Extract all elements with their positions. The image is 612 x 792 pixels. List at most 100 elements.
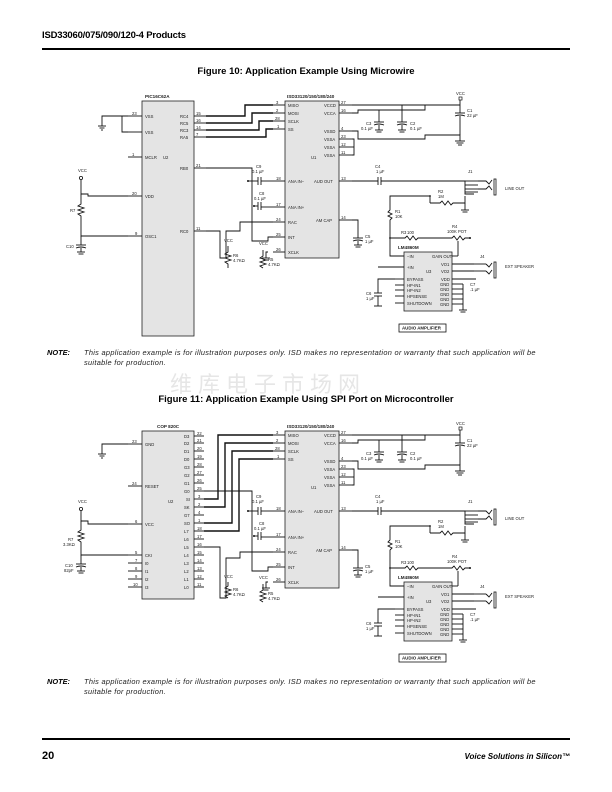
svg-text:AUD OUT: AUD OUT: [314, 509, 333, 514]
svg-text:HP-IN2: HP-IN2: [407, 618, 421, 623]
note-label: NOTE:: [47, 348, 70, 357]
svg-text:12: 12: [197, 574, 202, 579]
svg-text:G3: G3: [184, 465, 190, 470]
svg-text:12: 12: [341, 472, 346, 477]
amp-left-pins: −IN +IN BYPASS HP-IN1 HP-IN2 HPSENSE SHU…: [378, 584, 432, 636]
svg-text:C2: C2: [410, 451, 416, 456]
svg-text:11: 11: [341, 480, 346, 485]
svg-text:C3: C3: [366, 451, 372, 456]
amp-ref: U3: [426, 599, 432, 604]
mcu-ref: U2: [163, 155, 169, 160]
svg-text:GND: GND: [440, 287, 449, 292]
svg-text:L2: L2: [184, 569, 189, 574]
svg-text:28: 28: [197, 462, 202, 467]
svg-text:100K POT: 100K POT: [447, 229, 467, 234]
svg-text:0.1 µF: 0.1 µF: [410, 456, 422, 461]
svg-text:VCCD: VCCD: [324, 433, 336, 438]
isd-chip: [284, 430, 340, 589]
svg-text:MOSI: MOSI: [288, 111, 299, 116]
svg-text:4: 4: [341, 456, 344, 461]
svg-text:SCLK: SCLK: [288, 449, 299, 454]
svg-text:G1: G1: [184, 481, 190, 486]
svg-text:1: 1: [132, 152, 135, 157]
svg-text:VCC: VCC: [259, 241, 268, 246]
mcu-chip: [141, 430, 195, 600]
svg-text:3: 3: [276, 100, 279, 105]
svg-text:GND: GND: [440, 297, 449, 302]
svg-text:R3: R3: [401, 560, 407, 565]
svg-text:VSS: VSS: [145, 130, 154, 135]
svg-text:RA5: RA5: [180, 135, 189, 140]
svg-text:1 µF: 1 µF: [376, 169, 385, 174]
svg-text:21: 21: [196, 163, 201, 168]
svg-text:2: 2: [276, 438, 279, 443]
svg-text:RC5: RC5: [180, 121, 189, 126]
svg-text:GAIN OUT: GAIN OUT: [432, 254, 453, 259]
svg-text:HP-IN1: HP-IN1: [407, 613, 421, 618]
mcu-name: COP 820C: [157, 424, 180, 429]
svg-text:VCC: VCC: [78, 499, 87, 504]
svg-text:D0: D0: [184, 457, 190, 462]
svg-text:4: 4: [198, 510, 201, 515]
svg-text:LINE OUT: LINE OUT: [505, 516, 525, 521]
svg-text:C9: C9: [256, 494, 262, 499]
svg-text:R2: R2: [438, 519, 444, 524]
svg-text:15: 15: [196, 111, 201, 116]
isd-chip-ref: U1: [311, 485, 317, 490]
amp-right-pins: GAIN OUT VO1 VO2 VDD GND GND GND GND GND…: [432, 584, 480, 643]
amp-name: LM4860M: [398, 575, 419, 580]
svg-text:RESET: RESET: [145, 484, 159, 489]
svg-text:RC4: RC4: [180, 114, 189, 119]
svg-text:0.1 µF: 0.1 µF: [410, 126, 422, 131]
svg-text:14: 14: [197, 558, 202, 563]
svg-text:ANA IN−: ANA IN−: [288, 179, 305, 184]
svg-text:VSSA: VSSA: [324, 145, 335, 150]
svg-text:SO: SO: [184, 521, 191, 526]
svg-text:3.3KΩ: 3.3KΩ: [63, 542, 75, 547]
svg-text:−IN: −IN: [407, 254, 414, 259]
svg-text:VCCA: VCCA: [324, 111, 336, 116]
svg-text:L3: L3: [184, 561, 189, 566]
svg-text:GND: GND: [440, 617, 449, 622]
svg-text:VSSA: VSSA: [324, 475, 335, 480]
svg-text:OSC1: OSC1: [145, 234, 157, 239]
svg-text:J1: J1: [468, 169, 473, 174]
amp-right-pins: GAIN OUT VO1 VO2 VDD GND GND GND GND GND…: [432, 254, 480, 313]
svg-text:EXT SPEAKER: EXT SPEAKER: [505, 264, 534, 269]
spi-bus: [204, 434, 273, 599]
svg-text:4.7KΩ: 4.7KΩ: [268, 262, 280, 267]
svg-text:HP-IN2: HP-IN2: [407, 288, 421, 293]
svg-text:16: 16: [197, 542, 202, 547]
header-rule: [42, 48, 570, 50]
mcu-chip: [141, 100, 195, 337]
svg-text:VO1: VO1: [441, 592, 450, 597]
figure-10-caption: Figure 10: Application Example Using Mic…: [197, 66, 415, 77]
svg-text:ANA IN+: ANA IN+: [288, 535, 305, 540]
svg-text:0.1 µF: 0.1 µF: [361, 126, 373, 131]
watermark: 维库电子市场网: [170, 373, 367, 398]
svg-text:XCLK: XCLK: [288, 580, 299, 585]
svg-text:G2: G2: [184, 473, 190, 478]
svg-text:1 µF: 1 µF: [365, 239, 374, 244]
svg-text:C10: C10: [65, 563, 73, 568]
oscillator-rc-network: VCC R7 C10: [66, 168, 128, 255]
svg-text:10: 10: [133, 582, 138, 587]
svg-text:MISO: MISO: [288, 433, 299, 438]
svg-text:VSSD: VSSD: [324, 129, 335, 134]
ext-speaker-jack: J4 EXT SPEAKER: [474, 584, 534, 609]
svg-text:0.1 µF: 0.1 µF: [254, 196, 266, 201]
svg-text:RC3: RC3: [180, 128, 189, 133]
svg-text:27: 27: [341, 430, 346, 435]
svg-text:22: 22: [197, 431, 202, 436]
svg-text:VSS: VSS: [145, 114, 154, 119]
svg-text:10K: 10K: [395, 544, 403, 549]
svg-text:CKI: CKI: [145, 553, 152, 558]
audio-amplifier-box: [398, 653, 447, 663]
svg-text:11: 11: [196, 226, 201, 231]
svg-text:18: 18: [276, 506, 281, 511]
svg-text:ANA IN+: ANA IN+: [288, 205, 305, 210]
